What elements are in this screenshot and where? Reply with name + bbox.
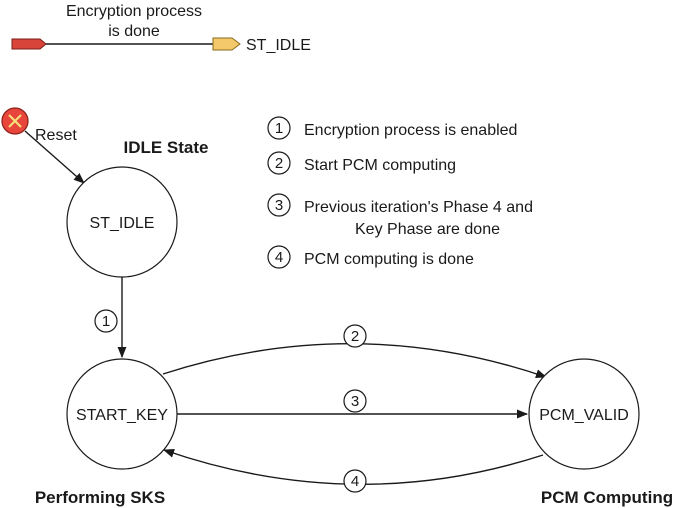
state-start-key: START_KEY xyxy=(66,358,178,470)
legend: 1 Encryption process is enabled 2 Start … xyxy=(267,116,533,269)
svg-text:4: 4 xyxy=(351,473,359,490)
legend-text: Previous iteration's Phase 4 and xyxy=(304,199,533,216)
legend-item: 3 Previous iteration's Phase 4 and Key P… xyxy=(267,193,533,238)
state-pcm-valid: PCM_VALID xyxy=(528,358,640,470)
global-note-line1: Encryption process xyxy=(66,3,202,20)
transition-4-badge: 4 xyxy=(343,469,367,493)
global-target-label: ST_IDLE xyxy=(246,37,311,54)
reset-label: Reset xyxy=(35,127,77,144)
transition-1-badge: 1 xyxy=(94,309,118,333)
legend-text-cont: Key Phase are done xyxy=(355,221,500,238)
state-st-idle: ST_IDLE xyxy=(66,166,178,278)
legend-item: 4 PCM computing is done xyxy=(267,245,474,269)
svg-text:2: 2 xyxy=(275,155,283,172)
state-pcm-valid-label: PCM_VALID xyxy=(539,407,629,424)
svg-text:3: 3 xyxy=(351,393,359,410)
legend-text: Start PCM computing xyxy=(304,157,456,174)
reset-node: Reset xyxy=(1,107,85,184)
svg-text:4: 4 xyxy=(275,249,283,266)
svg-text:2: 2 xyxy=(351,328,359,345)
svg-text:3: 3 xyxy=(275,197,283,214)
idle-caption: IDLE State xyxy=(123,138,208,157)
reset-arrow xyxy=(24,130,85,184)
legend-text: Encryption process is enabled xyxy=(304,122,517,139)
transition-3-badge: 3 xyxy=(343,389,367,413)
legend-item: 2 Start PCM computing xyxy=(267,151,456,175)
svg-text:1: 1 xyxy=(102,313,110,330)
pcm-valid-caption: PCM Computing xyxy=(541,488,673,507)
transition-2-badge: 2 xyxy=(343,324,367,348)
global-target-tag-icon xyxy=(212,37,241,51)
state-st-idle-label: ST_IDLE xyxy=(90,215,155,232)
svg-text:1: 1 xyxy=(275,120,283,137)
legend-item: 1 Encryption process is enabled xyxy=(267,116,517,140)
transition-2-edge xyxy=(162,343,548,378)
legend-text: PCM computing is done xyxy=(304,251,474,268)
start-key-caption: Performing SKS xyxy=(35,488,165,507)
global-note-line2: is done xyxy=(108,23,160,40)
global-transition: Encryption process is done ST_IDLE xyxy=(11,3,311,54)
state-start-key-label: START_KEY xyxy=(76,407,168,424)
global-start-tag-icon xyxy=(11,38,47,50)
